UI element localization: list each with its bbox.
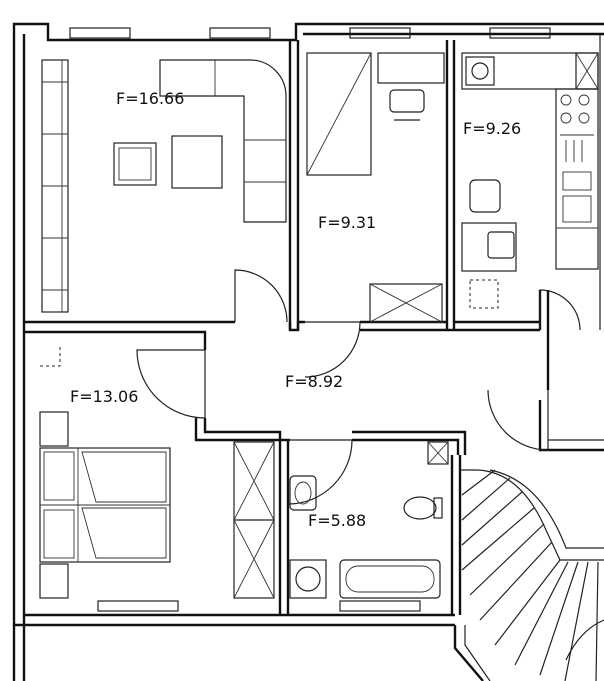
staircase <box>460 469 604 681</box>
study-furniture <box>306 52 445 323</box>
windows <box>69 27 551 612</box>
study-area: F=9.31 <box>318 213 376 232</box>
bedroom-furniture <box>39 346 275 599</box>
bedroom-area: F=13.06 <box>70 387 138 406</box>
bathroom-area: F=5.88 <box>308 511 366 530</box>
kitchen-area: F=9.26 <box>463 119 521 138</box>
bathroom-fixtures <box>289 441 449 599</box>
living-room-area: F=16.66 <box>116 89 184 108</box>
kitchen-furniture <box>461 52 599 309</box>
outer-walls <box>12 22 604 681</box>
room-labels: F=16.66 F=9.31 F=9.26 F=13.06 F=8.92 F=5… <box>70 89 521 530</box>
door-swings <box>136 269 581 505</box>
living-room-furniture <box>41 59 287 313</box>
hall-area: F=8.92 <box>285 372 343 391</box>
